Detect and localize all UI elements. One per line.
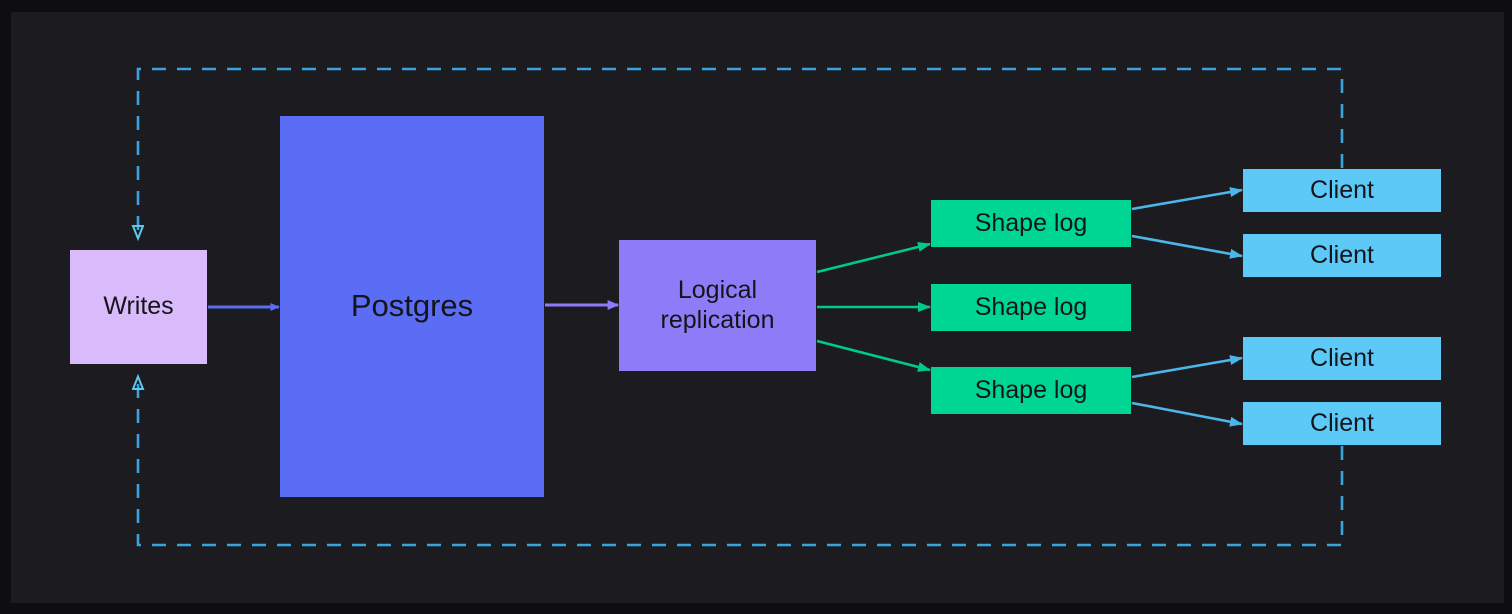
node-client-4-label: Client (1310, 408, 1374, 437)
node-client-2[interactable]: Client (1243, 234, 1441, 277)
node-client-2-label: Client (1310, 240, 1374, 269)
node-logical-replication[interactable]: Logical replication (619, 240, 816, 371)
node-writes-label: Writes (103, 292, 174, 321)
node-shape-log-1-label: Shape log (974, 208, 1088, 237)
node-logical-replication-label-line1: Logical (677, 276, 758, 304)
node-shape-log-3[interactable]: Shape log (931, 367, 1131, 414)
node-writes[interactable]: Writes (70, 250, 207, 364)
node-shape-log-1[interactable]: Shape log (931, 200, 1131, 247)
node-client-4[interactable]: Client (1243, 402, 1441, 445)
node-postgres-label: Postgres (350, 288, 474, 324)
node-postgres[interactable]: Postgres (280, 116, 544, 497)
node-shape-log-3-label: Shape log (974, 375, 1088, 404)
node-client-3[interactable]: Client (1243, 337, 1441, 380)
node-logical-replication-label: Logical replication (661, 276, 775, 335)
node-logical-replication-label-line2: replication (660, 305, 775, 334)
node-shape-log-2[interactable]: Shape log (931, 284, 1131, 331)
node-shape-log-2-label: Shape log (974, 292, 1088, 321)
node-client-3-label: Client (1310, 343, 1374, 372)
node-client-1[interactable]: Client (1243, 169, 1441, 212)
node-client-1-label: Client (1310, 175, 1374, 204)
